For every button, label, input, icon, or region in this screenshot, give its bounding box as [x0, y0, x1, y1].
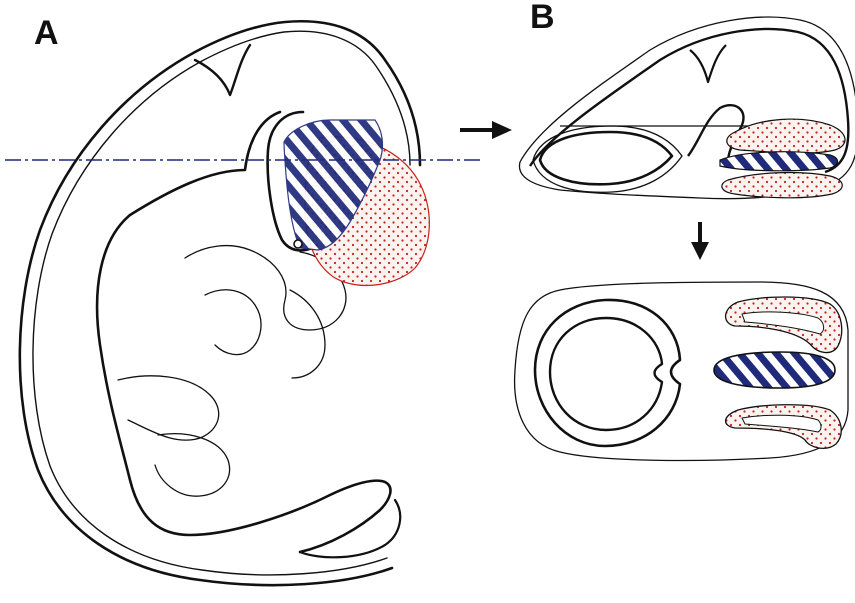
panel-label-a: A — [34, 14, 59, 52]
oblique-ventricle-inner — [533, 126, 682, 192]
panel-a-embryo — [20, 21, 420, 585]
pharyngeal-arch-2 — [205, 290, 261, 355]
oblique-dotted-lower — [722, 173, 842, 198]
brain-fold — [195, 45, 250, 95]
embryo-inner-outline — [33, 31, 410, 575]
embryo-outer-outline — [20, 21, 420, 585]
heart-contour — [290, 290, 325, 378]
oblique-outer-outline — [519, 17, 855, 199]
panel-b-oblique-section — [519, 17, 855, 199]
panel-label-b: B — [530, 0, 555, 36]
oblique-brain-fold — [690, 45, 726, 82]
arrow-right — [460, 121, 512, 139]
limb-bud-upper — [118, 376, 219, 440]
transverse-neural-tube — [535, 300, 680, 446]
oblique-ventricle — [540, 132, 672, 184]
transverse-striped-center — [714, 352, 835, 388]
arrow-down — [691, 222, 709, 260]
limb-bud-lower — [155, 434, 230, 496]
oblique-dotted-upper — [727, 119, 845, 153]
otic-vesicle-marker — [294, 240, 302, 248]
oblique-striped-center — [720, 152, 838, 171]
transverse-ventricle — [550, 318, 662, 430]
